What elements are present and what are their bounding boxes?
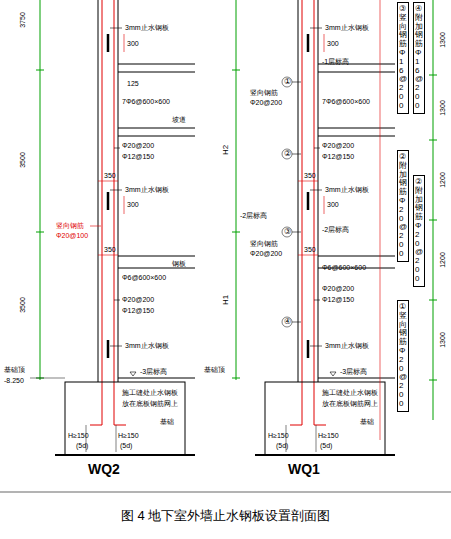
- drawing-label: 3mm止水钢板: [125, 24, 169, 31]
- drawing-label: Φ20@200: [250, 99, 282, 106]
- drawing-label: WQ2: [88, 462, 120, 476]
- drawing-label: 竖向钢筋: [250, 89, 278, 96]
- drawing-label: 1200: [439, 252, 446, 268]
- drawing-label: 基础顶: [204, 366, 225, 373]
- drawing-label: 300: [127, 201, 139, 208]
- drawing-label: 施工缝处止水钢板: [122, 389, 178, 396]
- drawing-label: 竖向钢筋: [250, 240, 278, 247]
- drawing-label: 3mm止水钢板: [125, 342, 169, 349]
- drawing-label: 1200: [439, 172, 446, 188]
- drawing-label: H1: [222, 295, 230, 305]
- drawing-label: 基础: [360, 418, 374, 425]
- drawing-label: Φ6@600×600: [122, 274, 166, 281]
- drawing-label: 坡道: [172, 116, 186, 123]
- drawing-label: 7Φ6@600×600: [122, 98, 170, 105]
- drawing-label: -2层标高: [240, 212, 267, 219]
- drawing-label: 1300: [439, 32, 446, 48]
- drawing-label: H≥150: [318, 432, 339, 439]
- drawing-label: 放在底板钢筋网上: [122, 400, 178, 407]
- rebar-band: ④ 附加钢筋Φ16@200: [413, 2, 425, 114]
- drawing-label: 125: [127, 80, 139, 87]
- band-text: ③ 竖向钢筋Φ16@200: [399, 5, 407, 111]
- drawing-label: 300: [327, 40, 339, 47]
- drawing-label: H≥150: [68, 432, 89, 439]
- drawing-label: 1300: [439, 100, 446, 116]
- drawing-label: H≥150: [268, 432, 289, 439]
- drawing-label: 1300: [439, 332, 446, 348]
- drawing-label: H2: [222, 145, 230, 155]
- drawing-label: ②: [284, 150, 291, 158]
- drawing-label: -1层标高: [322, 58, 349, 65]
- drawing-label: WQ1: [288, 462, 320, 476]
- drawing-label: 钢板: [172, 260, 186, 267]
- drawing-label: Φ12@150: [322, 296, 354, 303]
- drawing-label: Φ12@150: [322, 153, 354, 160]
- drawing-label: Φ6@600×600: [322, 264, 366, 271]
- drawing-label: Φ20@200: [322, 142, 354, 149]
- drawing-label: Φ20@200: [322, 285, 354, 292]
- drawing-label: 3500: [19, 297, 26, 313]
- drawing-label: -3层标高: [140, 368, 167, 375]
- band-text: ② 附加钢筋Φ20@200: [399, 153, 407, 259]
- drawing-label: Φ20@100: [56, 232, 88, 239]
- rebar-band: ③ 竖向钢筋Φ16@200: [397, 2, 409, 114]
- drawing-label: Φ20@200: [250, 250, 282, 257]
- drawing-label: -8.250: [4, 377, 24, 384]
- drawing-label: ④: [284, 318, 291, 326]
- rebar-band: ② 附加钢筋Φ20@200: [413, 175, 425, 287]
- drawing-label: (5d): [276, 442, 288, 449]
- drawing-label: 基础: [160, 418, 174, 425]
- drawing-label: (5d): [320, 442, 332, 449]
- drawing-label: Φ12@150: [122, 307, 154, 314]
- rebar-band: ② 附加钢筋Φ20@200: [397, 150, 409, 262]
- drawing-label: 基础顶: [4, 366, 25, 373]
- band-text: ② 附加钢筋Φ20@200: [415, 178, 423, 284]
- drawing-label: 3mm止水钢板: [325, 24, 369, 31]
- band-text: ④ 附加钢筋Φ16@200: [415, 5, 423, 111]
- drawing-label: 放在底板钢筋网上: [322, 400, 378, 407]
- drawing-label: -3层标高: [340, 368, 367, 375]
- drawing-label: H≥150: [118, 432, 139, 439]
- drawing-label: 3mm止水钢板: [325, 186, 369, 193]
- drawing-label: 300: [127, 40, 139, 47]
- drawing-label: 竖向钢筋: [56, 222, 84, 229]
- drawing-label: Φ20@200: [122, 296, 154, 303]
- drawing-label: ③: [284, 228, 291, 236]
- drawing-label: 300: [327, 201, 339, 208]
- drawing-label: (5d): [120, 442, 132, 449]
- drawing-label: 350: [304, 246, 316, 253]
- drawing-label: 350: [304, 172, 316, 179]
- drawing-label: Φ12@150: [122, 153, 154, 160]
- drawing-label: 3mm止水钢板: [125, 186, 169, 193]
- drawing-label: Φ20@200: [122, 142, 154, 149]
- drawing-label: -2层标高: [322, 226, 349, 233]
- drawing-label: 3mm止水钢板: [325, 342, 369, 349]
- drawing-label: (5d): [76, 442, 88, 449]
- rebar-band: ① 竖向钢筋Φ20@200: [397, 300, 409, 412]
- drawing-label: 施工缝处止水钢板: [322, 389, 378, 396]
- figure-caption: 图 4 地下室外墙止水钢板设置剖面图: [0, 508, 451, 524]
- drawing-label: ①: [284, 78, 291, 86]
- drawing-label: 7Φ6@600×600: [322, 98, 370, 105]
- drawing-label: 3500: [19, 152, 26, 168]
- drawing-label: 350: [104, 172, 116, 179]
- drawing-label: 3750: [19, 12, 26, 28]
- band-text: ① 竖向钢筋Φ20@200: [399, 303, 407, 409]
- drawing-label: 350: [104, 246, 116, 253]
